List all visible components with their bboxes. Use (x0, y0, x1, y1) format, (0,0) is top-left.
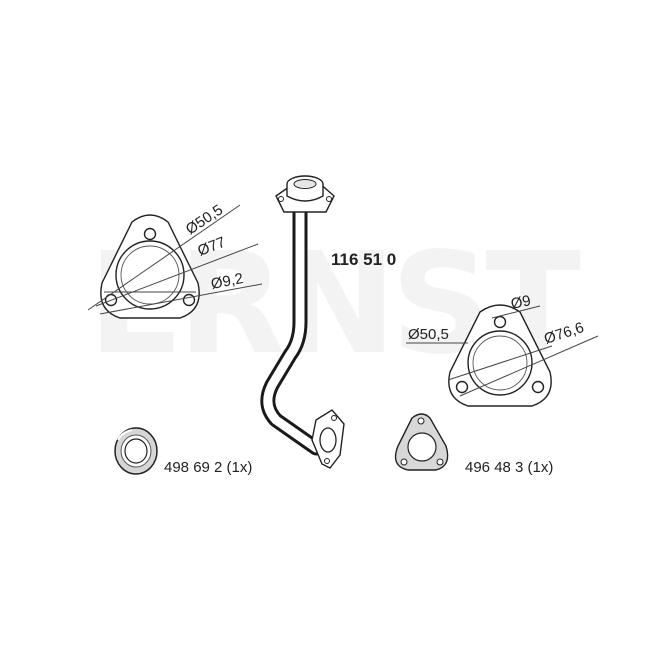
left-flange-drawing: Ø50,5 Ø77 Ø9,2 (87, 201, 263, 319)
gasket-bore (407, 432, 437, 462)
right-flange-bolt-hole-left (455, 380, 469, 394)
gasket-hole-top (417, 417, 425, 425)
main-part-number: 116 51 0 (331, 250, 396, 269)
gasket-drawing (394, 413, 449, 471)
gasket-hole-right (436, 458, 444, 466)
pipe-body-fill (263, 200, 321, 453)
seal-ring-bore (124, 438, 148, 464)
seal-ring-part-label: 498 69 2 (1x) (164, 459, 252, 476)
right-dim-line-3 (491, 305, 541, 319)
gasket-hole-left (400, 458, 408, 466)
right-dim-line-2 (447, 345, 553, 381)
right-flange-bore-inner (472, 335, 528, 391)
left-dim-label-3: Ø9,2 (210, 270, 245, 293)
left-flange-bolt-hole-top (143, 227, 157, 241)
pipe-inlet-collar-side (286, 184, 324, 202)
right-dim-line-1 (459, 335, 599, 397)
pipe-bottom-flange-hole-top (331, 415, 337, 421)
pipe-top-flange-hole-left (278, 196, 284, 202)
down-pipe (260, 175, 345, 469)
seal-ring-highlight (117, 429, 133, 441)
left-flange-bolt-hole-right (182, 293, 196, 307)
left-dim-line-3 (99, 283, 263, 315)
pipe-bottom-flange-hole-bottom (324, 458, 330, 464)
pipe-top-flange-hole-right (326, 196, 332, 202)
pipe-inlet-opening (293, 179, 317, 189)
right-dim-label-hole: Ø9 (509, 292, 532, 313)
gasket-part-label: 496 48 3 (1x) (465, 459, 553, 476)
seal-ring-drawing (114, 427, 158, 475)
right-dim-label-inner: Ø50,5 (408, 326, 449, 343)
right-flange-bolt-hole-top (493, 315, 507, 329)
right-flange-bolt-hole-right (531, 380, 545, 394)
pipe-outlet-opening (319, 427, 337, 453)
right-flange-drawing: Ø9 Ø50,5 Ø76,6 (406, 292, 599, 407)
left-flange-bore-inner (120, 245, 180, 305)
left-dim-line-2 (95, 243, 259, 307)
